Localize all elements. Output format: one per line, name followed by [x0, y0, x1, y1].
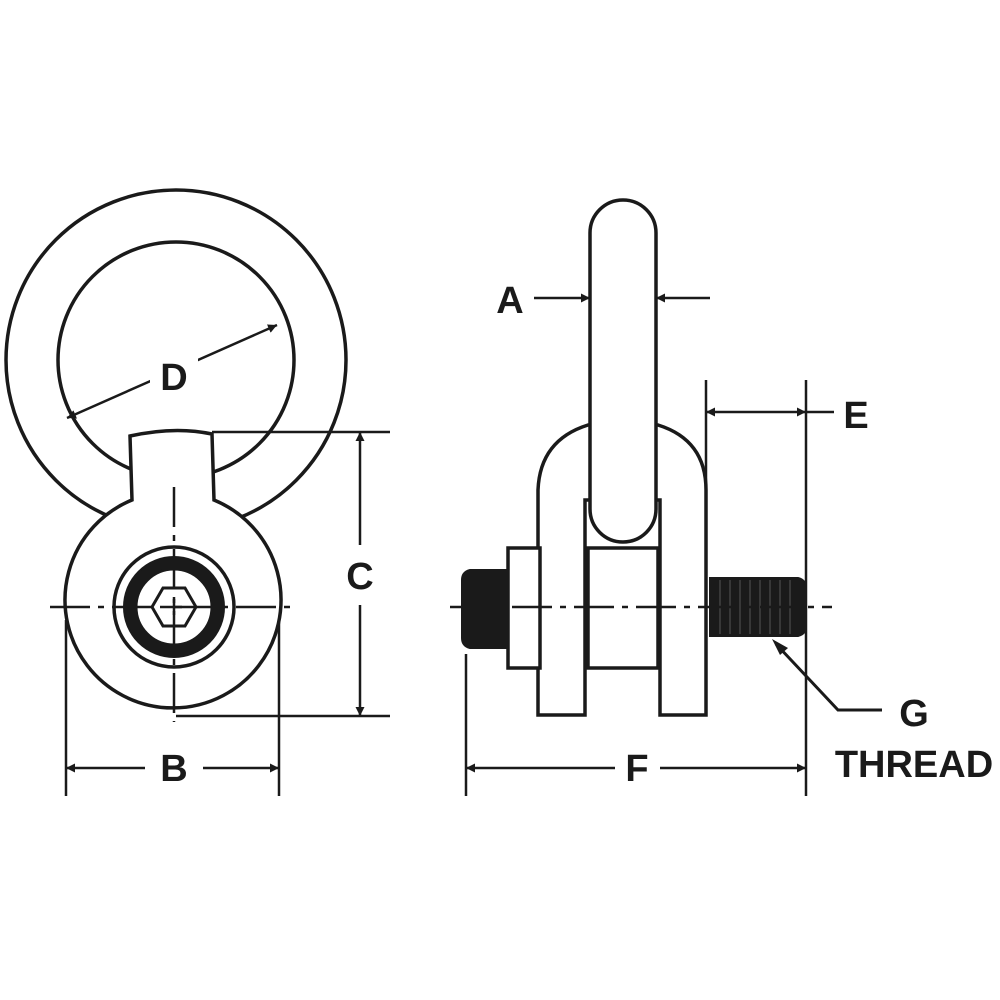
dimension-d-label: D [160, 357, 187, 399]
thread-size-label-g: G [899, 693, 929, 735]
side-view: A E F G THREAD [450, 198, 993, 796]
dimension-b-label: B [160, 748, 187, 790]
bolt-head [461, 569, 507, 649]
bail-side [588, 198, 658, 544]
clevis-body-side [536, 423, 708, 717]
dimension-e-label: E [843, 395, 868, 437]
dimension-f-label: F [625, 748, 648, 790]
dimension-c-label: C [346, 556, 373, 598]
dimension-d-gap [150, 352, 198, 398]
dimension-a-label: A [496, 280, 523, 322]
thread-leader-arrowhead [772, 639, 788, 655]
front-view: D C B [4, 188, 390, 796]
thread-label: THREAD [835, 744, 993, 786]
thread-leader-line [774, 642, 882, 712]
